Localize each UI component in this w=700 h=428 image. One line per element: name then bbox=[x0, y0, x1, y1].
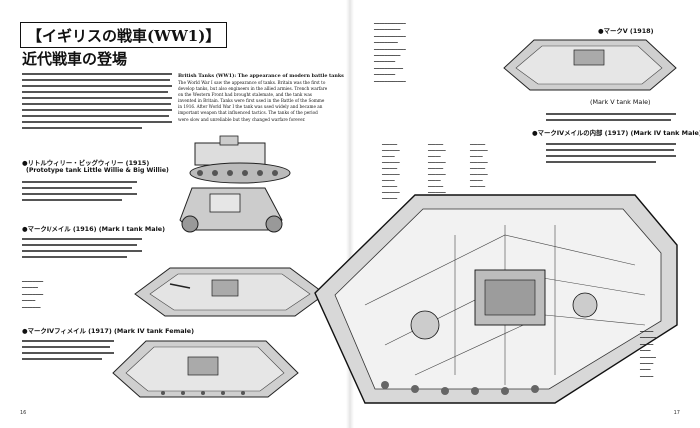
big-willie-drawing bbox=[179, 187, 283, 233]
section-cutaway-heading: ●マークIVメイルの内部 (1917) (Mark IV tank Male) bbox=[532, 129, 700, 137]
mark-iv-cutaway-drawing bbox=[314, 194, 678, 404]
english-text: The World War I saw the appearance of ta… bbox=[178, 80, 328, 122]
little-willie-text bbox=[22, 178, 137, 205]
section-mark-v-heading: ●マークV (1918) bbox=[598, 27, 654, 35]
section-mark-i-heading: ●マークI/メイル (1916) (Mark I tank Male) bbox=[22, 225, 166, 233]
section-little-willie-sub: (Prototype tank Little Willie & Big Will… bbox=[26, 167, 169, 174]
mark-i-spec-block: ━━━━━━━━━━━━━━━━━━━━━━━━━━━━━━━━━━ bbox=[22, 280, 44, 311]
section-little-willie-heading: ●リトルウィリー・ビッグウィリー (1915) bbox=[22, 159, 150, 167]
section-mark-iv-female-heading: ●マークIVフィメイル (1917) (Mark IV tank Female) bbox=[22, 327, 194, 335]
right-page-number: 17 bbox=[673, 410, 680, 416]
little-willie-drawing bbox=[189, 135, 291, 184]
left-page-number: 16 bbox=[20, 410, 27, 416]
cutaway-callout-list-3: ━━━━━━━━━━━━━━━━━━━━━━━━━━━━━━━━━━━━━━━━… bbox=[470, 142, 488, 189]
cutaway-callout-list-1: ━━━━━━━━━━━━━━━━━━━━━━━━━━━━━━━━━━━━━━━━… bbox=[382, 142, 400, 201]
chapter-title: 【イギリスの戦車(WW1)】 bbox=[20, 22, 228, 48]
book-gutter bbox=[346, 0, 354, 428]
mark-i-text bbox=[22, 235, 142, 262]
english-heading: British Tanks (WW1): The appearance of m… bbox=[178, 73, 344, 79]
mark-i-drawing bbox=[134, 267, 326, 317]
cutaway-text bbox=[546, 140, 676, 167]
mark-v-drawing bbox=[503, 39, 677, 91]
mark-iv-spec-block: ━━━━━━━━━━━━━━━━━━━━━━━━━━━━━━━━━━━━━━━━ bbox=[640, 330, 656, 380]
intro-text-block bbox=[22, 70, 172, 133]
mark-iv-female-text bbox=[22, 337, 114, 364]
mark-iv-female-drawing bbox=[112, 340, 299, 398]
mark-v-caption: (Mark V tank Male) bbox=[590, 98, 651, 106]
chapter-subtitle: 近代戦車の登場 bbox=[22, 50, 128, 68]
mark-v-spec-block: ━━━━━━━━━━━━━━━━━━━━━━━━━━━━━━━━━━━━━━━━… bbox=[374, 22, 406, 85]
mark-v-text bbox=[546, 110, 676, 125]
